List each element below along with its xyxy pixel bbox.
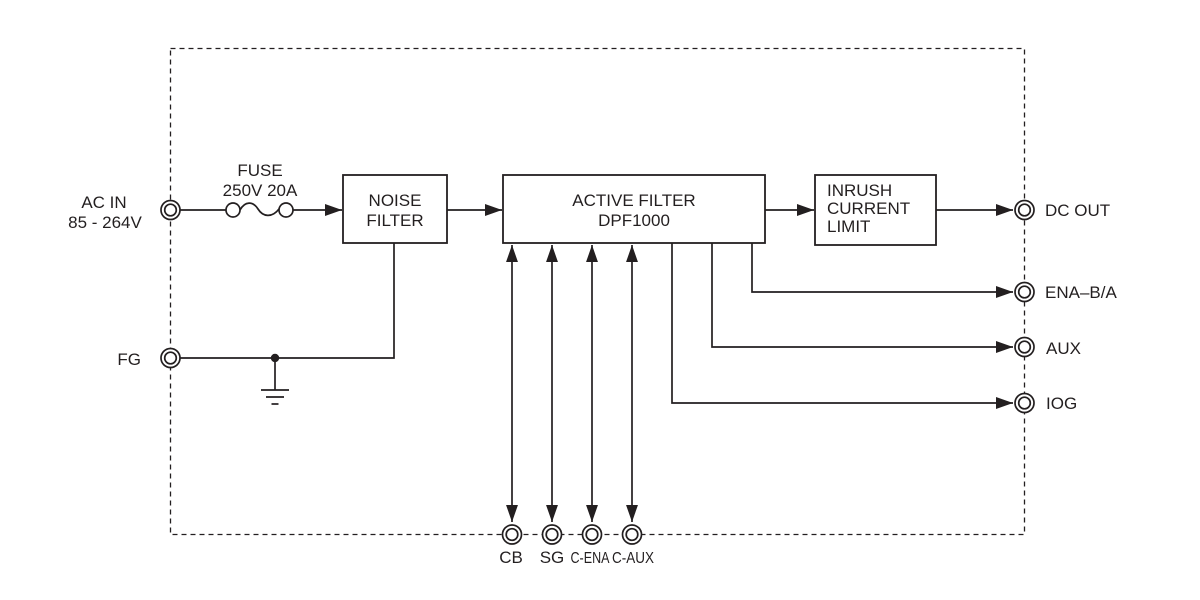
inrush-label-line1: INRUSH <box>827 181 892 200</box>
ground-symbol-icon <box>261 389 289 405</box>
terminal-aux <box>1014 336 1035 358</box>
junction-dot <box>270 353 280 363</box>
c-aux-label: C-AUX <box>612 550 654 567</box>
wires <box>180 204 1013 522</box>
wire-active-filter-to-ena <box>751 243 1013 298</box>
sg-label: SG <box>540 548 565 567</box>
fuse-label-line2: 250V 20A <box>223 181 298 200</box>
noise-filter-label-line1: NOISE <box>369 191 422 210</box>
active-filter-label-line1: ACTIVE FILTER <box>572 191 695 210</box>
ena-label: ENA–B/A <box>1045 283 1117 302</box>
cb-label: CB <box>499 548 523 567</box>
fuse-symbol-icon <box>225 202 294 218</box>
inrush-label-line3: LIMIT <box>827 217 870 236</box>
ac-in-label-line1: AC IN <box>81 193 126 212</box>
block-active-filter: ACTIVE FILTER DPF1000 <box>502 174 766 244</box>
terminal-c-aux <box>621 524 643 545</box>
terminal-dc-out <box>1014 199 1035 221</box>
noise-filter-label-line2: FILTER <box>366 211 423 230</box>
iog-label: IOG <box>1046 394 1077 413</box>
terminal-fg <box>160 347 181 369</box>
wire-fg-to-noise-filter <box>180 243 395 359</box>
active-filter-label-line2: DPF1000 <box>598 211 670 230</box>
aux-label: AUX <box>1046 339 1081 358</box>
terminal-cb <box>501 524 523 545</box>
block-inrush-current-limit: INRUSH CURRENT LIMIT <box>814 174 937 246</box>
ac-in-label-line2: 85 - 264V <box>68 213 142 232</box>
fuse-label-line1: FUSE <box>237 161 282 180</box>
dc-out-label: DC OUT <box>1045 201 1110 220</box>
inrush-label-line2: CURRENT <box>827 199 910 218</box>
terminal-c-ena <box>581 524 603 545</box>
terminal-iog <box>1014 392 1035 414</box>
wire-active-filter-to-aux <box>711 243 1013 353</box>
block-noise-filter: NOISE FILTER <box>342 174 448 244</box>
c-ena-label: C-ENA <box>571 550 610 567</box>
terminal-ena <box>1014 281 1035 303</box>
terminal-ac-in <box>160 199 181 221</box>
fg-label: FG <box>117 350 141 369</box>
wire-active-filter-to-iog <box>671 243 1013 409</box>
terminal-sg <box>541 524 563 545</box>
